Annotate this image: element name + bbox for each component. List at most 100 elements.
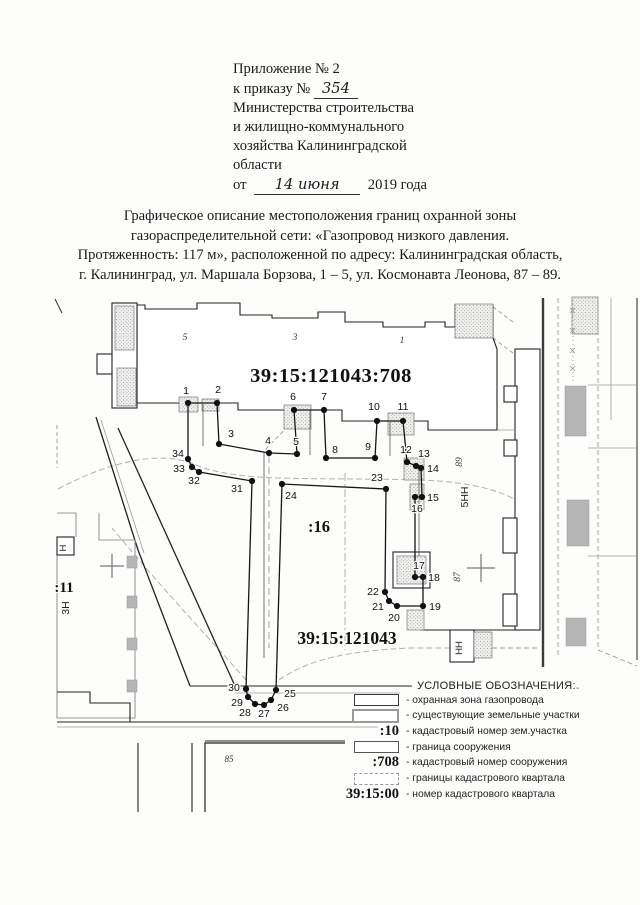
zone-point-dot [195, 468, 203, 476]
zone-point-dot [267, 696, 275, 704]
building-label-n: Н [58, 544, 69, 551]
house-number-85: 85 [225, 754, 235, 764]
header-line: хозяйства Калининградской [233, 138, 407, 154]
zone-point-dot [215, 440, 223, 448]
garage-structure [392, 551, 431, 589]
zone-point-dot [320, 406, 328, 414]
legend-symbol: :708 [352, 754, 406, 771]
zone-point-dot [293, 450, 301, 458]
legend-label: - кадастровый номер зем.участка [406, 725, 567, 737]
date-handwritten: 14 июня [254, 175, 361, 195]
legend-row: :708- кадастровый номер сооружения [352, 754, 637, 771]
date-suffix: 2019 года [367, 177, 428, 193]
vegetation-marks [569, 307, 576, 372]
zone-point-label: 9 [365, 441, 371, 453]
house-number-1: 1 [400, 336, 405, 346]
legend-label: - существующие земельные участки [406, 710, 580, 722]
legend-row: :10 - кадастровый номер зем.участка [352, 723, 637, 740]
zone-point-dot [411, 573, 419, 581]
header-line: и жилищно-коммунального [233, 119, 405, 135]
zone-point-dot [411, 493, 419, 501]
legend-symbol [352, 708, 406, 723]
order-number-handwritten: 354 [314, 79, 358, 99]
zone-point-dot [213, 399, 221, 407]
left-road-lines [95, 416, 236, 687]
pipeline-lines [202, 404, 420, 658]
legend-symbol [352, 772, 406, 785]
cadastral-number-parcel-16: :16 [308, 517, 330, 536]
zone-point-label: 27 [258, 708, 270, 720]
zone-point-dot [399, 417, 407, 425]
zone-point-label: 18 [428, 572, 440, 584]
zone-point-dot [418, 493, 426, 501]
zone-point-dot [385, 597, 393, 605]
house-number-5: 5 [183, 333, 188, 343]
legend-label: - границы кадастрового квартала [406, 773, 565, 785]
zone-point-label: 7 [321, 391, 327, 403]
zone-point-dot [381, 588, 389, 596]
east-building-column [420, 348, 541, 663]
zone-point-label: 19 [429, 601, 441, 613]
header-line: Приложение № 2 [233, 61, 340, 77]
header-line: к приказу № 354 [233, 79, 533, 99]
zone-point-dot [278, 480, 286, 488]
zone-point-label: 26 [277, 702, 289, 714]
zone-point-dot [393, 602, 401, 610]
date-prefix: от [233, 177, 247, 193]
grid-crosses [100, 554, 495, 582]
legend-row: - граница сооружения [352, 740, 637, 755]
zone-point-label: 3 [228, 428, 234, 440]
legend-rows: - охранная зона газопровода - существующи… [346, 693, 637, 802]
zone-point-label: 6 [290, 391, 296, 403]
zone-point-dot [251, 700, 259, 708]
header-line: Министерства строительства [233, 100, 414, 116]
map-legend: УСЛОВНЫЕ ОБОЗНАЧЕНИЯ: - - охранная зона … [346, 680, 637, 802]
zone-point-dot [272, 686, 280, 694]
legend-swatch [354, 694, 399, 707]
zone-point-label: 4 [265, 435, 271, 447]
desc-line: Графическое описание местоположения гран… [123, 208, 517, 224]
zone-point-dot [244, 693, 252, 701]
cadastral-number-structure: 39:15:121043:708 [250, 365, 412, 387]
zone-point-label: 17 [413, 560, 425, 572]
legend-row: - границы кадастрового квартала [352, 771, 637, 786]
zone-point-dot [184, 455, 192, 463]
zone-point-label: 15 [427, 492, 439, 504]
document-header: Приложение № 2 к приказу № 354 Министерс… [233, 60, 533, 195]
legend-symbol [352, 741, 406, 754]
zone-point-dot [382, 485, 390, 493]
zone-point-label: 32 [188, 475, 200, 487]
legend-swatch [354, 741, 399, 754]
nn-annex-box [449, 629, 475, 663]
legend-symbol [352, 694, 406, 707]
legend-row: 39:15:00- номер кадастрового квартала [346, 786, 637, 802]
desc-line: газораспределительной сети: «Газопровод … [130, 227, 510, 244]
legend-stray-mark: - [576, 683, 580, 694]
zone-point-label: 30 [228, 682, 240, 694]
legend-symbol-text: :10 [379, 722, 399, 739]
zone-point-dot [290, 406, 298, 414]
legend-title: УСЛОВНЫЕ ОБОЗНАЧЕНИЯ: [417, 680, 576, 692]
legend-symbol: :10 [352, 723, 406, 740]
zone-point-label: 28 [239, 707, 251, 719]
house-number-3: 3 [292, 333, 298, 343]
zone-point-label: 23 [371, 472, 383, 484]
desc-line: Протяженность: 117 м», расположенной по … [77, 247, 563, 263]
zone-point-dot [373, 417, 381, 425]
zone-point-label: 20 [388, 612, 400, 624]
left-building-outline [56, 512, 138, 719]
zone-point-label: 12 [400, 444, 412, 456]
zone-point-label: 29 [231, 697, 243, 709]
zone-point-label: 21 [372, 601, 384, 613]
zone-point-dot [419, 602, 427, 610]
quarter-boundary-curves [54, 298, 543, 681]
zone-point-label: 25 [284, 688, 296, 700]
zone-point-label: 31 [231, 483, 243, 495]
legend-label: - граница сооружения [406, 741, 511, 753]
header-line: области [233, 157, 282, 173]
legend-label: - охранная зона газопровода [406, 694, 544, 706]
zone-point-label: 2 [215, 384, 221, 396]
